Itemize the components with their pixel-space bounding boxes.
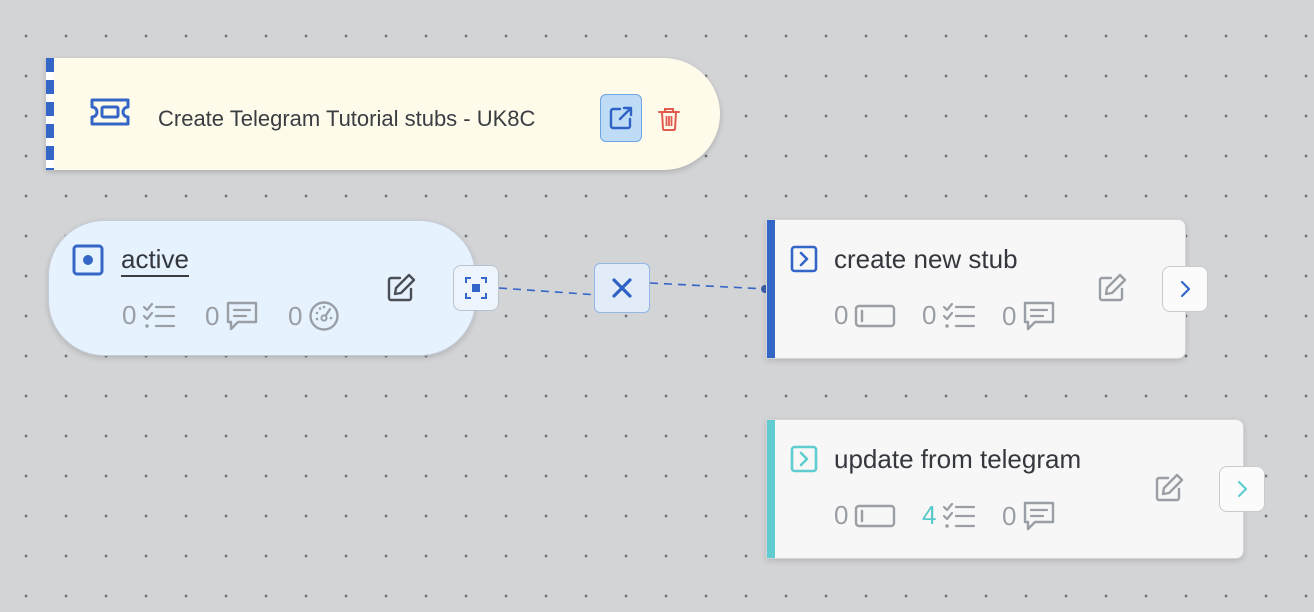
- transition-stripe: [767, 420, 775, 558]
- close-icon: [612, 278, 632, 298]
- chevron-box-icon: [790, 245, 818, 273]
- transition-title: update from telegram: [834, 444, 1082, 474]
- progress-bar-icon: [855, 504, 896, 527]
- edit-transition-button[interactable]: [1096, 272, 1128, 304]
- edit-state-button[interactable]: [385, 272, 417, 304]
- edit-transition-button[interactable]: [1153, 472, 1185, 504]
- transition-comment-count: 0: [1002, 300, 1056, 332]
- expand-transition-button[interactable]: [1162, 266, 1208, 312]
- ticket-icon: [88, 97, 132, 127]
- state-time-count: 0: [288, 300, 340, 332]
- delete-button[interactable]: [656, 105, 682, 133]
- comment-icon: [1024, 501, 1055, 531]
- comment-icon: [227, 301, 258, 331]
- connector-anchor-button[interactable]: [453, 265, 499, 311]
- state-comment-count: 0: [205, 300, 259, 332]
- edit-icon: [1098, 273, 1127, 302]
- transition-comment-count: 0: [1002, 500, 1056, 532]
- open-external-button[interactable]: [600, 94, 642, 142]
- transition-progress-count: 0: [834, 300, 896, 331]
- checklist-icon: [943, 302, 976, 328]
- transition-checklist-count: 0: [922, 300, 976, 331]
- chevron-right-icon: [1237, 480, 1248, 498]
- chevron-right-icon: [1180, 280, 1191, 298]
- trash-icon: [658, 108, 680, 131]
- state-title[interactable]: active: [121, 244, 189, 277]
- transition-progress-count: 0: [834, 500, 896, 531]
- transition-stripe: [767, 220, 775, 358]
- transition-checklist-count: 4: [922, 500, 976, 531]
- transition-title: create new stub: [834, 244, 1018, 274]
- chevron-box-icon: [790, 445, 818, 473]
- external-link-icon: [609, 106, 633, 130]
- checklist-icon: [943, 502, 976, 528]
- anchor-icon: [465, 277, 487, 299]
- ticket-title: Create Telegram Tutorial stubs - UK8C: [158, 106, 536, 131]
- remove-connection-button[interactable]: [594, 263, 650, 313]
- ticket-stripe: [46, 58, 54, 170]
- edit-icon: [387, 273, 416, 302]
- edit-icon: [1155, 473, 1184, 502]
- expand-transition-button[interactable]: [1219, 466, 1265, 512]
- state-dot-icon: [72, 244, 104, 276]
- checklist-icon: [143, 302, 176, 328]
- gauge-icon: [309, 301, 340, 331]
- progress-bar-icon: [855, 304, 896, 327]
- comment-icon: [1024, 301, 1055, 331]
- state-checklist-count: 0: [122, 300, 176, 331]
